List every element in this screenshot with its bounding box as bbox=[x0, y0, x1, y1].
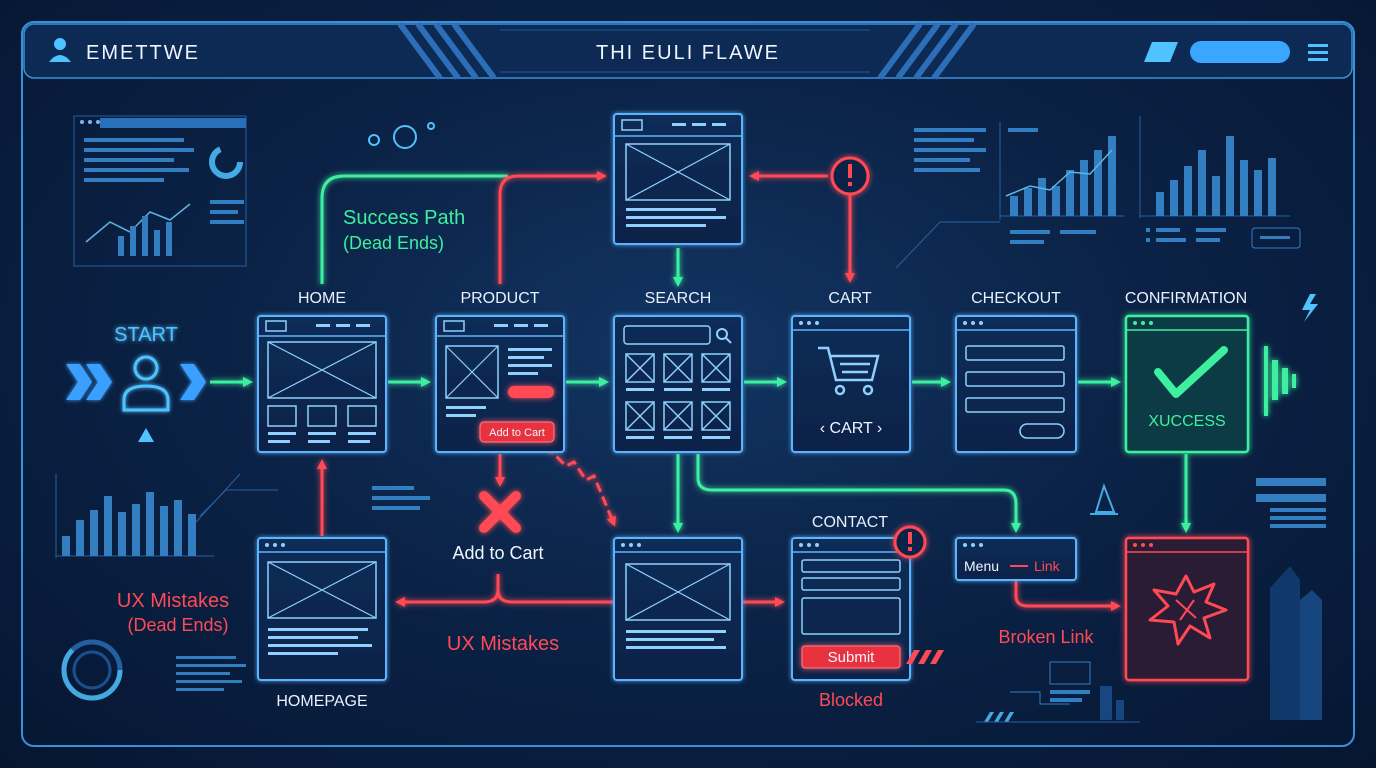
ux-mistakes-center-label: UX Mistakes bbox=[447, 633, 559, 655]
broken-link-annotation: Broken Link bbox=[998, 627, 1094, 647]
broken-link-label[interactable]: Link bbox=[1034, 558, 1061, 574]
error-paths bbox=[317, 171, 1121, 611]
outer-frame bbox=[21, 21, 1355, 747]
menu-icon[interactable] bbox=[1308, 44, 1328, 61]
node-label-confirmation: CONFIRMATION bbox=[1125, 290, 1247, 307]
start-chevrons-left bbox=[66, 364, 112, 400]
cart-card-label: ‹ CART › bbox=[820, 420, 883, 437]
page-card-cart[interactable]: ‹ CART › bbox=[791, 315, 911, 453]
alert-icon[interactable] bbox=[830, 156, 870, 196]
start-label: START bbox=[114, 324, 178, 346]
ux-mistakes-left-label: UX Mistakes bbox=[117, 590, 229, 612]
check-icon bbox=[1154, 346, 1228, 398]
node-label-cart: CART bbox=[828, 290, 871, 307]
user-icon[interactable] bbox=[49, 38, 71, 62]
submit-button[interactable]: Submit bbox=[801, 645, 901, 669]
page-card-confirmation[interactable]: XUCCESS bbox=[1124, 314, 1250, 454]
product-buy-button[interactable] bbox=[508, 386, 554, 398]
start-indicator bbox=[138, 428, 154, 442]
success-path-label: Success Path bbox=[343, 207, 465, 229]
signal-icon bbox=[1264, 346, 1296, 416]
blocked-label: Blocked bbox=[819, 690, 883, 710]
node-label-product: PRODUCT bbox=[460, 290, 539, 307]
search-icon[interactable] bbox=[716, 328, 732, 344]
flag-icon[interactable] bbox=[1144, 42, 1178, 62]
deco-dashboard-right bbox=[895, 116, 1301, 269]
node-label-homepage: HOMEPAGE bbox=[276, 693, 367, 710]
menu-link-box[interactable]: Menu Link bbox=[955, 537, 1077, 581]
start-chevrons-right bbox=[180, 364, 206, 400]
page-card-search[interactable] bbox=[613, 315, 743, 453]
bolt-icon bbox=[1302, 294, 1318, 322]
app-title: EMETTWE bbox=[86, 42, 200, 64]
header-bar bbox=[23, 22, 1353, 80]
user-icon[interactable] bbox=[122, 355, 170, 412]
cross-icon bbox=[479, 491, 521, 533]
broken-icon bbox=[1148, 574, 1228, 646]
success-path-sub: (Dead Ends) bbox=[343, 233, 444, 253]
deco-dashboard-left bbox=[73, 115, 247, 267]
node-label-home: HOME bbox=[298, 290, 346, 307]
confirmation-status-text: XUCCESS bbox=[1148, 413, 1225, 430]
deco-circles bbox=[368, 122, 435, 149]
menu-label[interactable]: Menu bbox=[964, 558, 999, 574]
page-card-checkout[interactable] bbox=[955, 315, 1077, 453]
page-card-home[interactable] bbox=[257, 315, 387, 453]
add-to-cart-button[interactable]: Add to Cart bbox=[479, 421, 555, 443]
page-card-contact[interactable] bbox=[791, 537, 911, 681]
page-card-product[interactable] bbox=[435, 315, 565, 453]
page-card-broken[interactable] bbox=[1124, 536, 1250, 682]
node-label-search: SEARCH bbox=[645, 290, 712, 307]
deco-dashboard-bottom-right bbox=[976, 478, 1326, 723]
alert-icon[interactable] bbox=[893, 525, 927, 559]
add-to-cart-label: Add to Cart bbox=[452, 543, 543, 563]
page-card-top[interactable] bbox=[613, 113, 743, 245]
deco-dashboard-bottom-left bbox=[55, 473, 430, 701]
success-paths bbox=[210, 174, 1191, 533]
node-label-contact: CONTACT bbox=[812, 514, 888, 531]
header-pill-button[interactable] bbox=[1190, 41, 1290, 63]
page-card-bottom-middle[interactable] bbox=[613, 537, 743, 681]
page-card-homepage[interactable] bbox=[257, 537, 387, 681]
blocked-stripes bbox=[906, 650, 944, 664]
cart-icon bbox=[818, 346, 880, 396]
node-label-checkout: CHECKOUT bbox=[971, 290, 1061, 307]
submit-button-label: Submit bbox=[828, 649, 876, 666]
page-title: THI EULI FLAWE bbox=[596, 42, 780, 64]
add-to-cart-button-label: Add to Cart bbox=[489, 427, 545, 439]
ux-mistakes-left-sub: (Dead Ends) bbox=[127, 615, 228, 635]
